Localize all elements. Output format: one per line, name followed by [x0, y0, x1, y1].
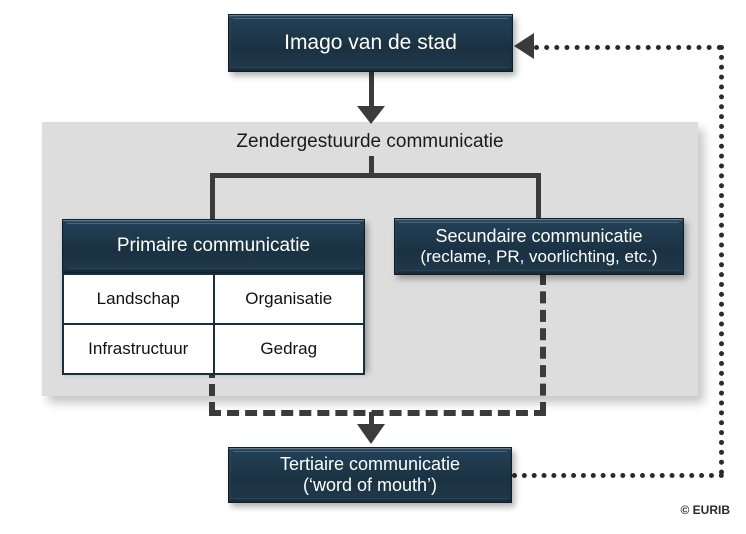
- solid-connector-bracket-horizontal: [210, 173, 541, 178]
- dashed-connector-arrow-shaft: [369, 412, 374, 428]
- dashed-connector-arrowhead-icon: [357, 424, 385, 444]
- node-tertiaire-communicatie[interactable]: Tertiaire communicatie (‘word of mouth’): [228, 447, 512, 503]
- table-cell-gedrag[interactable]: Gedrag: [212, 323, 365, 375]
- node-imago-van-de-stad[interactable]: Imago van de stad: [228, 14, 513, 72]
- copyright-label: © EURIB: [680, 503, 730, 517]
- solid-connector-bracket-stem: [369, 156, 374, 176]
- node-primaire-label: Primaire communicatie: [116, 234, 311, 256]
- dotted-connector-arrowhead-icon: [514, 33, 534, 59]
- node-tertiaire-label: Tertiaire communicatie: [279, 454, 461, 475]
- primaire-aspects-table: Landschap Organisatie Infrastructuur Ged…: [62, 273, 365, 375]
- solid-connector-bracket-right-drop: [536, 173, 541, 221]
- dotted-connector-right: [719, 45, 724, 475]
- node-secundaire-communicatie[interactable]: Secundaire communicatie (reclame, PR, vo…: [394, 218, 684, 275]
- node-primaire-communicatie[interactable]: Primaire communicatie Landschap Organisa…: [62, 219, 365, 375]
- dashed-connector-horizontal: [209, 410, 546, 416]
- solid-connector-imago-arrowhead-icon: [357, 106, 385, 124]
- table-row: Landschap Organisatie: [62, 273, 365, 325]
- node-primaire-header: Primaire communicatie: [62, 219, 365, 273]
- dashed-connector-primaire-drop: [209, 366, 215, 414]
- dotted-connector-bottom: [512, 473, 724, 478]
- node-imago-label: Imago van de stad: [284, 30, 457, 54]
- table-cell-landschap[interactable]: Landschap: [62, 273, 215, 325]
- table-cell-organisatie[interactable]: Organisatie: [212, 273, 365, 325]
- dotted-connector-top: [534, 45, 722, 50]
- panel-title: Zendergestuurde communicatie: [236, 131, 504, 152]
- table-row: Infrastructuur Gedrag: [62, 323, 365, 375]
- table-cell-infrastructuur[interactable]: Infrastructuur: [62, 323, 215, 375]
- node-secundaire-sublabel: (reclame, PR, voorlichting, etc.): [420, 247, 658, 267]
- dashed-connector-secundaire-drop: [540, 273, 546, 414]
- node-tertiaire-sublabel: (‘word of mouth’): [302, 475, 438, 495]
- solid-connector-bracket-left-drop: [210, 173, 215, 221]
- solid-connector-imago-shaft: [369, 72, 374, 110]
- node-secundaire-label: Secundaire communicatie: [435, 226, 643, 247]
